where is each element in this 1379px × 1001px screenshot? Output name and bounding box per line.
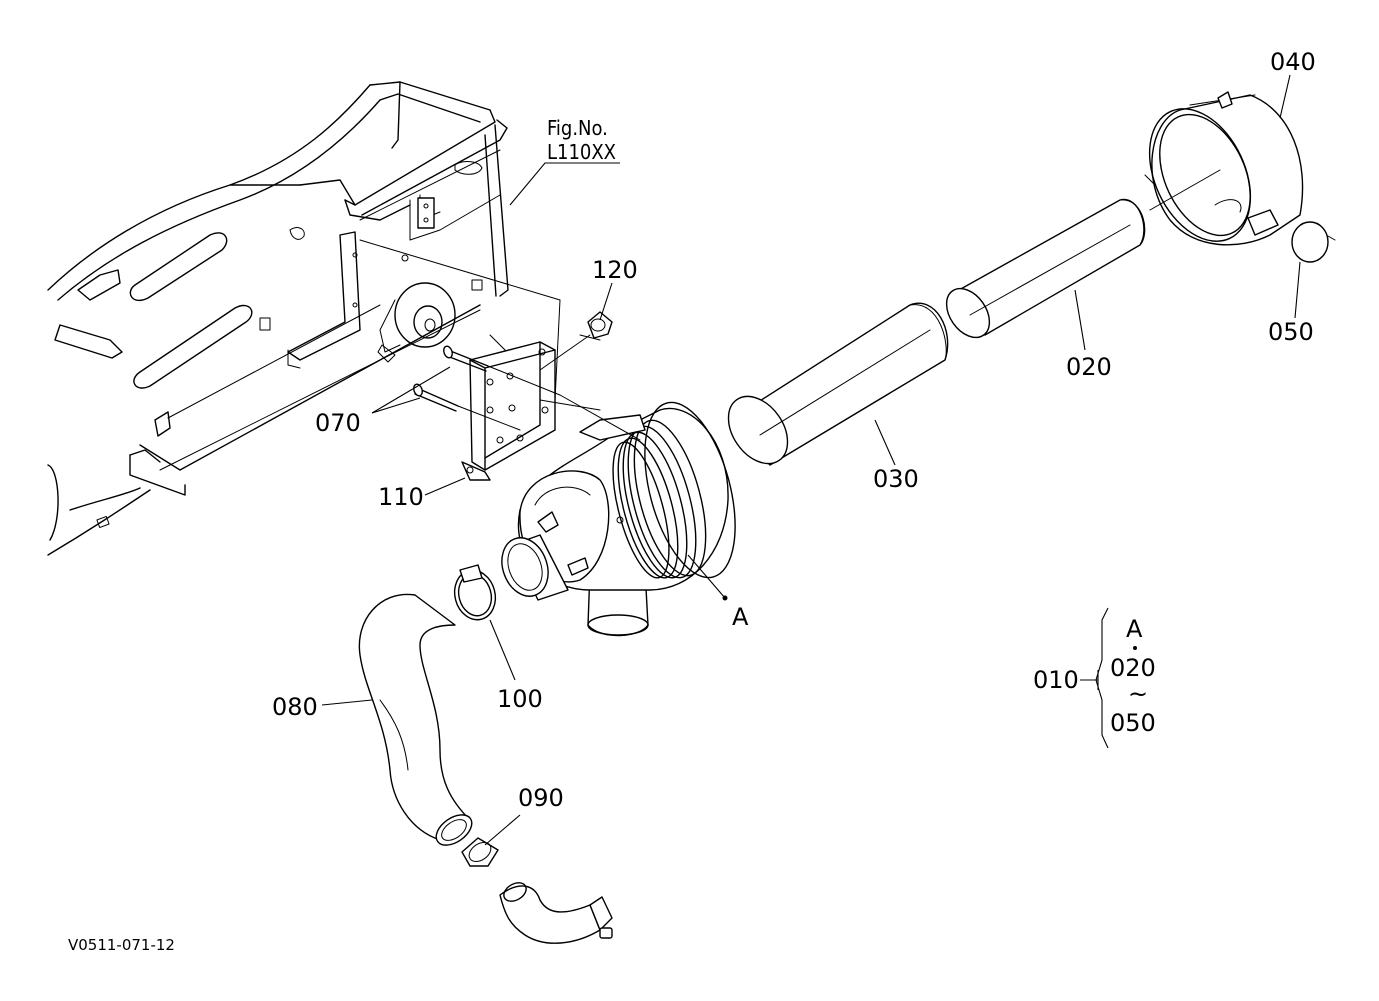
mounting-bracket-110 — [461, 341, 601, 481]
hose-clamp-100 — [453, 564, 497, 621]
callout-070: 070 — [315, 409, 361, 437]
axis-line — [559, 169, 1221, 441]
chassis-frame — [47, 81, 561, 556]
assembly-from: 020 — [1110, 654, 1156, 682]
assembly-dot — [1133, 646, 1137, 650]
callout-110: 110 — [378, 483, 424, 511]
leader-lines — [321, 74, 1301, 846]
figure-ref-line2: L110XX — [547, 140, 616, 164]
safety-element-020 — [945, 199, 1146, 339]
callout-090: 090 — [518, 784, 564, 812]
figure-ref-line1: Fig.No. — [547, 116, 608, 140]
cleaner-element-030 — [727, 302, 949, 466]
hose-clamp-090 — [461, 837, 499, 867]
callout-020: 020 — [1066, 353, 1112, 381]
callout-050: 050 — [1268, 318, 1314, 346]
leader-dot-a — [722, 595, 728, 601]
assembly-ref-010: 010 — [1033, 666, 1079, 694]
intake-hose-080 — [358, 593, 473, 846]
air-cleaner-body — [501, 401, 736, 637]
assembly-tilde: ~ — [1128, 680, 1148, 708]
assembly-to: 050 — [1110, 709, 1156, 737]
cover-040 — [1144, 91, 1304, 246]
lower-pipe — [499, 882, 613, 944]
callout-a: A — [732, 603, 749, 631]
callout-100: 100 — [497, 685, 543, 713]
callout-120: 120 — [592, 256, 638, 284]
bolts-070 — [413, 345, 561, 431]
callout-030: 030 — [873, 465, 919, 493]
drawing-code: V0511-071-12 — [68, 936, 175, 954]
callout-080: 080 — [272, 693, 318, 721]
cap-050 — [1291, 221, 1336, 263]
callout-040: 040 — [1270, 48, 1316, 76]
fitting-120 — [539, 311, 613, 371]
assembly-note: 010 A 020 ~ 050 — [1033, 607, 1156, 749]
assembly-top-a: A — [1126, 615, 1143, 643]
